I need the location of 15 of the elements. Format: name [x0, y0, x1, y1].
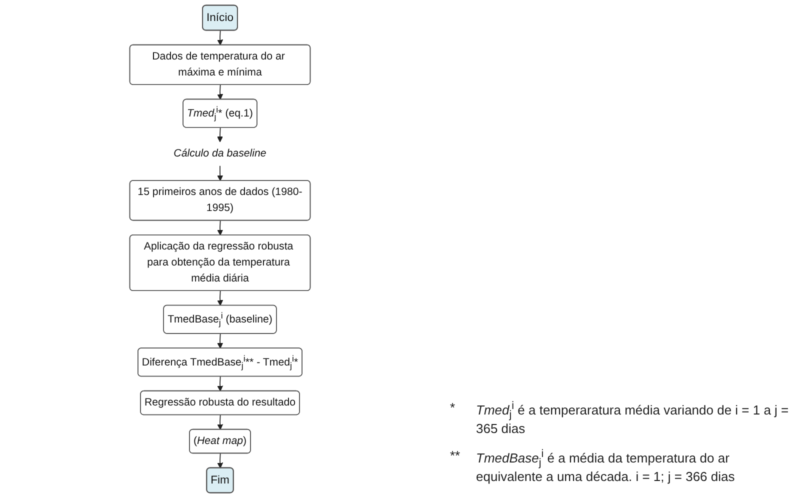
arrow — [217, 84, 224, 100]
arrow — [217, 220, 224, 236]
arrow — [217, 453, 224, 468]
footnote-text: TmedBase$_{j}$$^{i}$ é a média da temperatura do ar equivalente a uma década. i = 1; j = 366 dias — [476, 448, 736, 484]
arrow — [217, 165, 224, 182]
footnote-mark: ** — [450, 448, 462, 466]
footnote-text: Tmed$_{j}$$^{i}$ é a temperaratura média variando de i = 1 a j = 365 dias — [476, 400, 790, 436]
arrow — [217, 290, 224, 306]
arrow — [217, 333, 224, 349]
node-text: Cálculo da baseline — [174, 148, 266, 160]
arrow — [217, 127, 223, 142]
arrow — [217, 414, 224, 430]
arrow — [217, 30, 224, 46]
arrow — [217, 376, 224, 392]
footnote-mark: * — [450, 400, 456, 418]
